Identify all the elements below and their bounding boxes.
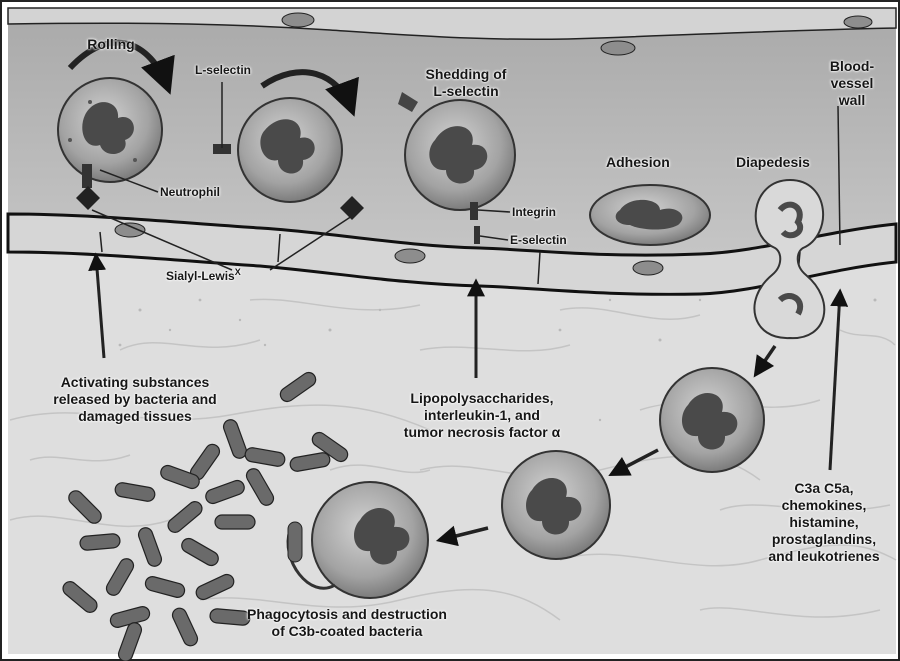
neutrophil-tissue-2 (502, 451, 610, 559)
label-integrin: Integrin (512, 204, 556, 221)
label-sialyl-lewis: Sialyl-LewisX (166, 264, 241, 285)
label-shedding-l-selectin: Shedding of L-selectin (396, 66, 536, 100)
label-rolling: Rolling (66, 36, 156, 53)
label-e-selectin: E-selectin (510, 232, 567, 249)
neutrophil-tissue-1 (660, 368, 764, 472)
neutrophil-adhesion (590, 185, 710, 245)
label-lipopolysaccharides: Lipopolysaccharides, interleukin-1, and … (382, 390, 582, 441)
label-chemoattractants: C3a C5a, chemokines, histamine, prostagl… (754, 480, 894, 565)
label-activating-substances: Activating substances released by bacter… (20, 374, 250, 425)
label-diapedesis: Diapedesis (736, 154, 810, 171)
label-l-selectin: L-selectin (178, 62, 268, 79)
neutrophil-shedding (405, 100, 515, 210)
label-adhesion: Adhesion (606, 154, 670, 171)
label-neutrophil: Neutrophil (160, 184, 220, 201)
label-blood-vessel-wall: Blood- vessel wall (812, 58, 892, 109)
label-phagocytosis: Phagocytosis and destruction of C3b-coat… (212, 606, 482, 640)
neutrophil-rolling-1 (58, 78, 162, 182)
neutrophil-rolling-2 (238, 98, 342, 202)
label-sialyl-lewis-text: Sialyl-Lewis (166, 269, 235, 283)
label-sialyl-lewis-superscript: X (235, 267, 241, 277)
